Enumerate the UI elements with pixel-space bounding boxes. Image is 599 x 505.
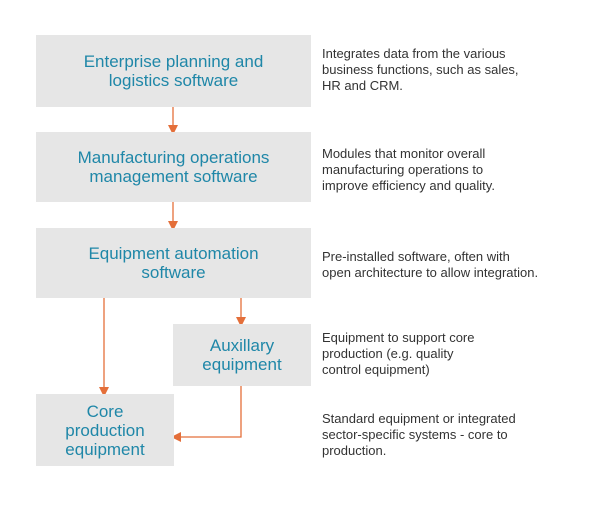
box-manufacturing-operations: Manufacturing operations management soft… bbox=[36, 132, 311, 202]
box-core-production: Core production equipment bbox=[36, 394, 174, 466]
box-auxillary-equipment: Auxillary equipment bbox=[173, 324, 311, 386]
box-enterprise-planning: Enterprise planning and logistics softwa… bbox=[36, 35, 311, 107]
desc-equipment-automation: Pre-installed software, often with open … bbox=[322, 249, 539, 280]
desc-auxillary-equipment: Equipment to support core production (e.… bbox=[322, 330, 475, 377]
desc-enterprise-planning: Integrates data from the various busines… bbox=[322, 46, 519, 93]
desc-core-production: Standard equipment or integrated sector-… bbox=[322, 411, 516, 458]
arrow-auxillary-to-core bbox=[171, 386, 242, 442]
box-equipment-automation: Equipment automation software bbox=[36, 228, 311, 298]
desc-manufacturing-operations: Modules that monitor overall manufacturi… bbox=[322, 146, 495, 193]
